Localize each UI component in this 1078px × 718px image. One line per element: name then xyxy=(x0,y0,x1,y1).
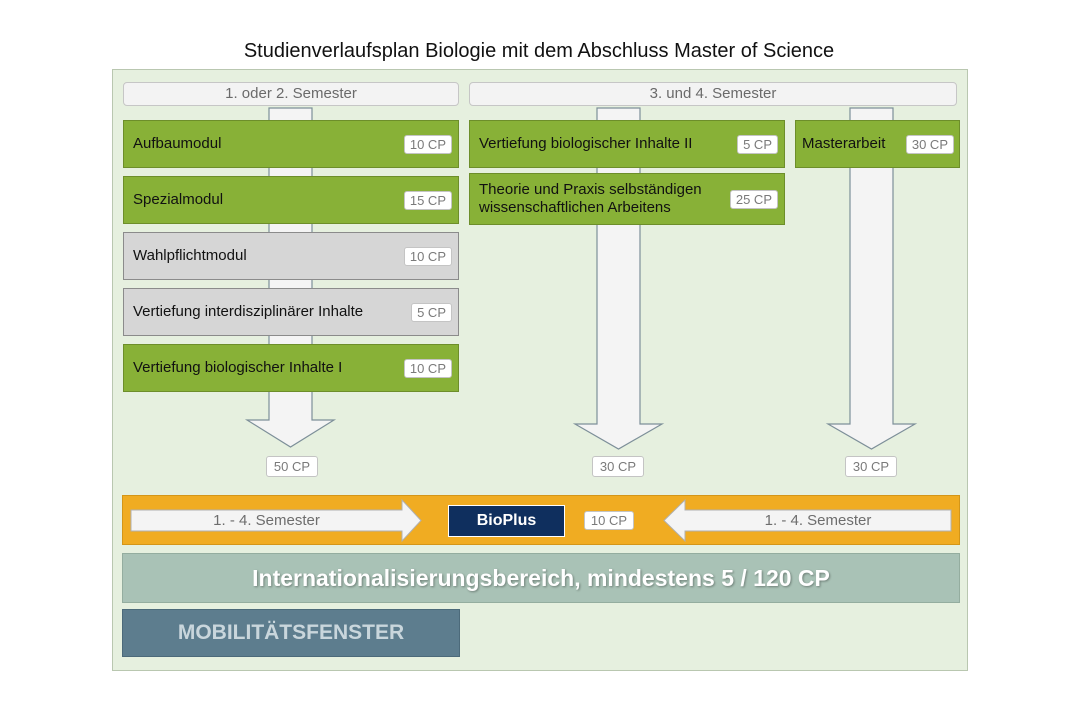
total-col3: 30 CP xyxy=(845,456,897,477)
bioplus-cp-badge: 10 CP xyxy=(584,511,634,530)
cp-badge: 5 CP xyxy=(737,134,778,154)
module-vertiefung-interdisziplinaer: Vertiefung interdisziplinärer Inhalte 5 … xyxy=(123,288,459,336)
module-label: Aufbaumodul xyxy=(133,135,222,152)
module-aufbaumodul: Aufbaumodul 10 CP xyxy=(123,120,459,168)
cp-badge: 25 CP xyxy=(729,189,778,209)
cp-badge: 5 CP xyxy=(411,302,452,322)
module-label: Spezialmodul xyxy=(133,191,224,208)
module-label: Masterarbeit xyxy=(802,135,886,152)
module-label: Vertiefung interdisziplinärer Inhalte xyxy=(133,303,364,320)
module-label: Theorie und Praxis selbständigen wissens… xyxy=(479,181,702,216)
cp-badge: 10 CP xyxy=(403,358,452,378)
module-label: Vertiefung biologischer Inhalte II xyxy=(479,135,693,152)
module-spezialmodul: Spezialmodul 15 CP xyxy=(123,176,459,224)
module-vertiefung-biologisch-1: Vertiefung biologischer Inhalte I 10 CP xyxy=(123,344,459,392)
bioplus-right-label: 1. - 4. Semester xyxy=(764,512,872,529)
cp-badge: 10 CP xyxy=(403,134,452,154)
module-vertiefung-biologisch-2: Vertiefung biologischer Inhalte II 5 CP xyxy=(469,120,785,168)
module-label: Vertiefung biologischer Inhalte I xyxy=(133,359,343,376)
page-title: Studienverlaufsplan Biologie mit dem Abs… xyxy=(243,40,835,62)
cp-badge: 15 CP xyxy=(403,190,452,210)
header-semester-1-2: 1. oder 2. Semester xyxy=(123,82,459,106)
total-col1: 50 CP xyxy=(266,456,318,477)
module-masterarbeit: Masterarbeit 30 CP xyxy=(795,120,960,168)
total-col2: 30 CP xyxy=(592,456,644,477)
module-theorie-praxis: Theorie und Praxis selbständigen wissens… xyxy=(469,173,785,225)
internationalization-band: Internationalisierungsbereich, mindesten… xyxy=(122,553,960,603)
bioplus-box: BioPlus xyxy=(448,505,565,537)
cp-badge: 30 CP xyxy=(905,134,954,154)
header-semester-3-4: 3. und 4. Semester xyxy=(469,82,957,106)
bioplus-left-label: 1. - 4. Semester xyxy=(213,512,320,529)
cp-badge: 10 CP xyxy=(403,246,452,266)
module-wahlpflichtmodul: Wahlpflichtmodul 10 CP xyxy=(123,232,459,280)
module-label: Wahlpflichtmodul xyxy=(133,247,247,264)
mobility-window-box: MOBILITÄTSFENSTER xyxy=(122,609,460,657)
